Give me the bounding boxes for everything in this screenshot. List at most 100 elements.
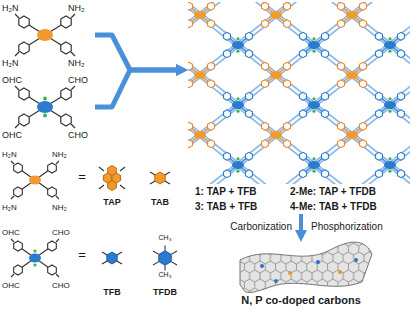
end-group-label: H₂N [2, 150, 17, 159]
end-group-label: CHO [52, 281, 70, 290]
process-label: Carbonization [230, 221, 292, 233]
end-group-label: H₂N [2, 3, 19, 13]
aldehyde-monomer-structure [15, 86, 75, 128]
reaction-arrow [95, 35, 181, 70]
amine-key-structures [108, 181, 117, 191]
cof-network-illustration [224, 92, 253, 117]
end-group-label: NH₂ [68, 58, 85, 68]
amine-monomer-structure [15, 14, 75, 56]
methyl-label: CH₃ [159, 271, 172, 279]
end-group-label: OHC [2, 281, 20, 290]
aldehyde-key-structures [11, 239, 177, 277]
cof-network: 1: TAP + TFB 2-Me: TAP + TFDB 3: TAB + TFB… [188, 2, 414, 214]
aldehyde-key-structures [102, 252, 122, 264]
amine-monomer-structure [19, 42, 29, 54]
reaction-arrow [95, 70, 181, 107]
cof-network-illustration [376, 32, 405, 57]
amine-monomer: H₂N NH₂ H₂N NH₂ [0, 0, 95, 70]
aldehyde-key-structures [33, 249, 36, 252]
amine-monomer-structure [61, 42, 71, 54]
aldehyde-key-structures [48, 241, 57, 251]
doped-carbon-sheet [260, 264, 264, 268]
end-group-label: CHO [52, 228, 70, 237]
cof-combination: 2-Me: TAP + TFDB [290, 186, 376, 198]
cof-combination: 4-Me: TAB + TFDB [290, 201, 377, 213]
equals-sign: = [78, 170, 86, 185]
end-group-label: OHC [2, 130, 22, 140]
aldehyde-monomer-structure [43, 97, 47, 101]
amine-key-structures [150, 172, 170, 184]
aldehyde-key-structures [107, 252, 117, 264]
cof-network-illustration [224, 152, 253, 177]
amine-key-structures [11, 161, 170, 199]
cof-network-illustration [188, 2, 410, 184]
aldehyde-key-structures [14, 265, 23, 275]
aldehyde-key-structures [33, 263, 36, 266]
monomer-name: TAB [151, 197, 169, 207]
amine-key-structures [29, 176, 41, 185]
end-group-label: OHC [2, 75, 22, 85]
end-group-label: NH₂ [52, 203, 67, 212]
amine-monomer-structure [19, 16, 29, 28]
amine-key-structures [108, 166, 117, 176]
cof-network-illustration [338, 62, 367, 87]
aldehyde-key-structures [11, 239, 59, 277]
end-group-label: NH₂ [68, 3, 85, 13]
cof-network-illustration [376, 92, 405, 117]
aldehyde-monomer-structure [19, 114, 29, 126]
doped-carbon-sheet [354, 258, 358, 262]
aldehyde-monomer-structure [61, 88, 71, 100]
amine-key-structures [11, 161, 59, 199]
cof-network-illustration [224, 32, 253, 57]
amine-key-structures [155, 172, 165, 184]
cof-network-illustration [188, 122, 214, 147]
aldehyde-key-structures [153, 246, 177, 271]
cof-network-illustration [188, 2, 410, 184]
amine-key-structures [48, 187, 57, 197]
cof-network-illustration [300, 92, 329, 117]
cof-network-illustration [376, 152, 405, 177]
end-group-label: NH₂ [52, 150, 67, 159]
cof-combination: 3: TAB + TFB [195, 201, 257, 213]
cof-network-illustration [262, 122, 291, 147]
product-caption: N, P co-doped carbons [241, 294, 361, 307]
end-group-label: CHO [68, 75, 88, 85]
equals-sign: = [78, 248, 86, 263]
cof-network-illustration [338, 2, 367, 27]
monomer-name: TAP [103, 197, 120, 207]
end-group-label: OHC [2, 228, 20, 237]
end-group-label: H₂N [2, 58, 19, 68]
doped-carbon-sheet [338, 270, 342, 274]
cof-network-illustration [188, 2, 214, 27]
doped-carbon-sheet [240, 242, 372, 292]
doped-carbon-sheet [288, 271, 292, 275]
aldehyde-key-structures [29, 254, 41, 263]
amine-monomer-structure [37, 29, 53, 41]
monomer-name: TFDB [153, 287, 177, 297]
process-label: Phosphorization [311, 221, 383, 233]
cof-network-illustration [262, 62, 291, 87]
aldehyde-monomer-structure [15, 86, 75, 128]
amine-key-structures [14, 187, 23, 197]
amine-monomer-structure [15, 14, 75, 56]
cof-network-illustration [300, 152, 329, 177]
aldehyde-key-structures [48, 265, 57, 275]
cof-network-illustration [188, 2, 410, 184]
cof-network-illustration [338, 122, 367, 147]
amine-key-structures [14, 163, 23, 173]
aldehyde-monomer-structure [37, 101, 53, 113]
aldehyde-monomer-structure [19, 88, 29, 100]
aldehyde-monomer-structure [43, 114, 47, 118]
aldehyde-monomer-structure [61, 114, 71, 126]
doped-carbon-sheet [316, 260, 320, 264]
amine-monomer-structure [61, 16, 71, 28]
cof-network-illustration [300, 32, 329, 57]
monomer-name: TFB [103, 287, 121, 297]
doped-carbon-sheet [274, 279, 278, 283]
cof-combination: 1: TAP + TFB [195, 186, 257, 198]
aldehyde-key-structures [159, 251, 171, 265]
cof-network-illustration [262, 2, 291, 27]
aldehyde-key-structures [14, 241, 23, 251]
carbon-product: N, P co-doped carbons [216, 242, 386, 310]
